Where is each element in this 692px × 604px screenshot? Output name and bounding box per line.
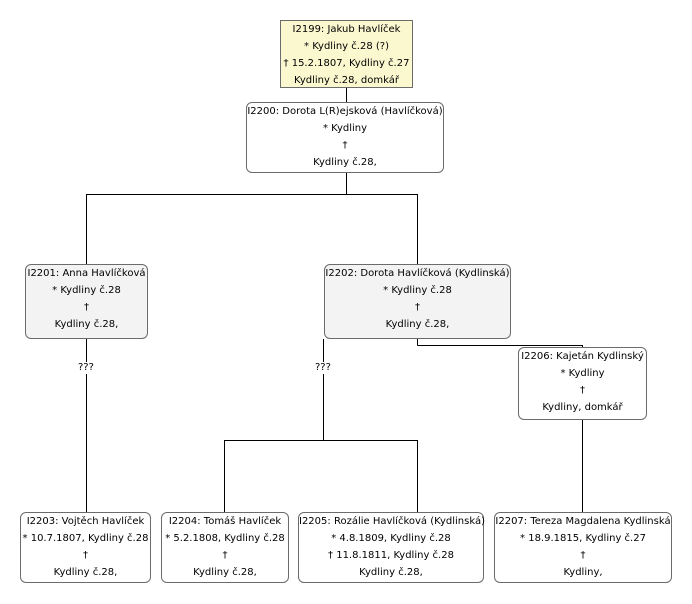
person-node-I2204[interactable]: I2204: Tomáš Havlíček * 5.2.1808, Kydlin… [161, 512, 289, 583]
person-residence: Kydliny č.28, [54, 319, 119, 330]
person-death: † [580, 385, 585, 396]
person-birth: * 18.9.1815, Kydliny č.27 [520, 533, 646, 544]
unknown-partner-label: ??? [313, 362, 333, 374]
person-title: I2207: Tereza Magdalena Kydlinská [495, 516, 671, 527]
person-node-I2207[interactable]: I2207: Tereza Magdalena Kydlinská * 18.9… [494, 512, 672, 583]
person-residence: Kydliny, domkář [542, 402, 623, 413]
person-birth: * Kydliny č.28 [383, 285, 452, 296]
person-residence: Kydliny č.28, [53, 567, 118, 578]
person-node-I2199[interactable]: I2199: Jakub Havlíček * Kydliny č.28 (?)… [280, 20, 413, 88]
person-title: I2203: Vojtěch Havlíček [26, 516, 145, 527]
person-title: I2204: Tomáš Havlíček [168, 516, 282, 527]
person-title: I2200: Dorota L(R)ejsková (Havlíčková) [247, 106, 443, 117]
person-residence: Kydliny č.28, [385, 319, 450, 330]
person-death: † [84, 302, 89, 313]
person-death: † [342, 140, 348, 151]
person-birth: * 4.8.1809, Kydliny č.28 [331, 533, 451, 544]
person-node-I2200[interactable]: I2200: Dorota L(R)ejsková (Havlíčková) *… [246, 102, 444, 173]
person-birth: * Kydliny č.28 (?) [304, 41, 389, 52]
person-birth: * Kydliny č.28 [52, 285, 121, 296]
person-residence: Kydliny, [563, 567, 603, 578]
person-title: I2205: Rozálie Havlíčková (Kydlinská) [299, 516, 485, 527]
person-death: † 15.2.1807, Kydliny č.27 [283, 58, 410, 69]
person-title: I2199: Jakub Havlíček [292, 24, 401, 35]
person-node-I2203[interactable]: I2203: Vojtěch Havlíček * 10.7.1807, Kyd… [20, 512, 151, 583]
person-residence: Kydliny č.28, domkář [294, 75, 399, 86]
person-death: † [580, 550, 586, 561]
person-birth: * 10.7.1807, Kydliny č.28 [22, 533, 149, 544]
person-death: † [415, 302, 420, 313]
person-title: I2201: Anna Havlíčková [27, 268, 146, 279]
person-death: † [222, 550, 228, 561]
person-node-I2205[interactable]: I2205: Rozálie Havlíčková (Kydlinská) * … [298, 512, 485, 583]
person-residence: Kydliny č.28, [193, 567, 257, 578]
person-death: † 11.8.1811, Kydliny č.28 [328, 550, 454, 561]
person-birth: * Kydliny [322, 123, 368, 134]
person-birth: * 5.2.1808, Kydliny č.28 [165, 533, 285, 544]
person-residence: Kydliny č.28, [359, 567, 423, 578]
person-node-I2202[interactable]: I2202: Dorota Havlíčková (Kydlinská) * K… [324, 264, 511, 339]
person-death: † [83, 550, 88, 561]
person-title: I2206: Kajetán Kydlinský [521, 351, 644, 362]
person-birth: * Kydliny [560, 368, 605, 379]
unknown-partner-label: ??? [76, 362, 96, 374]
person-residence: Kydliny č.28, [313, 157, 377, 168]
person-node-I2201[interactable]: I2201: Anna Havlíčková * Kydliny č.28 † … [25, 264, 148, 339]
person-title: I2202: Dorota Havlíčková (Kydlinská) [325, 268, 510, 279]
person-node-I2206[interactable]: I2206: Kajetán Kydlinský * Kydliny † Kyd… [518, 347, 647, 420]
